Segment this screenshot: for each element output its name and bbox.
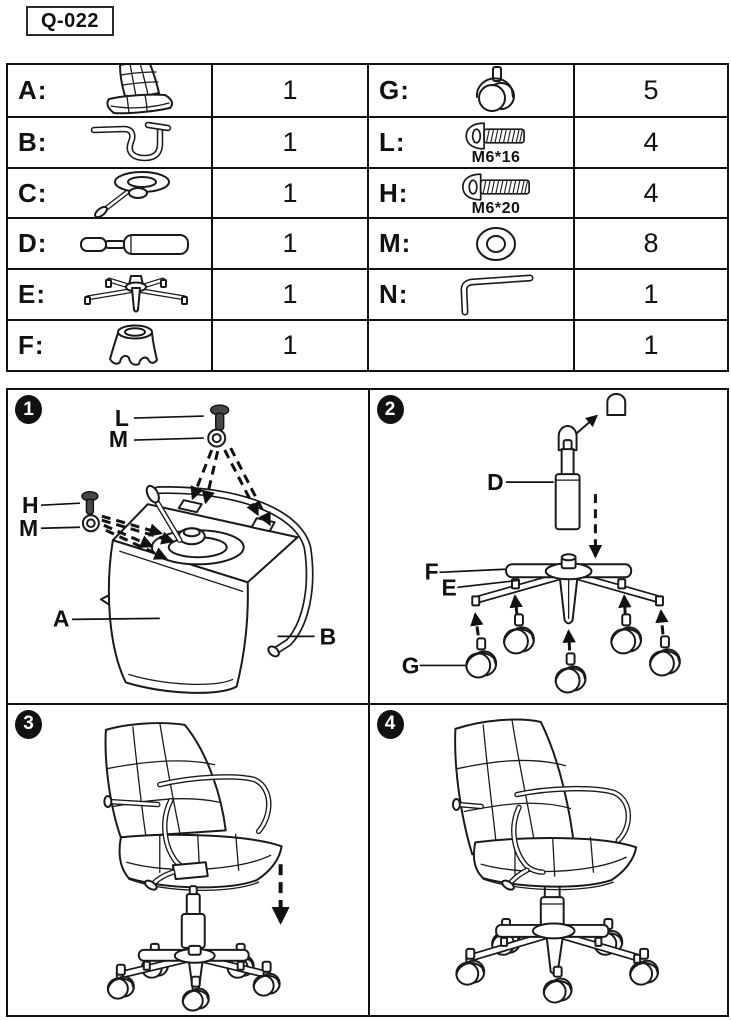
- part-qty-b: 1: [211, 115, 367, 167]
- part-qty-extra: 1: [573, 319, 727, 370]
- step-1-diagram: L M H M A B: [19, 404, 337, 694]
- step-4-badge: 4: [376, 709, 404, 739]
- screw-size-caption: M6*20: [471, 199, 521, 217]
- caster-wheel-icon: [419, 65, 573, 115]
- part-cell-m: M:: [367, 217, 573, 269]
- part-letter-f: F:: [18, 330, 45, 361]
- label-M-top: M: [109, 426, 128, 452]
- part-qty-h: 4: [573, 166, 727, 218]
- label-M-left: M: [19, 515, 38, 541]
- telescopic-cover-icon: [58, 321, 211, 370]
- model-number-box: Q-022: [26, 6, 114, 36]
- part-cell-d: D:: [8, 217, 211, 268]
- part-qty-f: 1: [211, 319, 367, 370]
- part-qty-m: 8: [573, 217, 727, 269]
- step-1-badge: 1: [15, 395, 42, 424]
- part-qty-c: 1: [211, 166, 367, 218]
- step-4-diagram: [451, 718, 659, 1004]
- part-qty-a: 1: [211, 65, 367, 116]
- model-number: Q-022: [40, 9, 100, 32]
- step-1-panel: 1: [8, 390, 368, 703]
- part-cell-n: N:: [367, 268, 573, 320]
- label-D: D: [487, 469, 503, 495]
- seat-backrest-icon: [58, 65, 211, 116]
- label-H: H: [22, 492, 39, 518]
- screw-size-caption: M6*16: [471, 148, 521, 166]
- part-letter-g: G:: [379, 74, 410, 105]
- label-G: G: [401, 652, 419, 678]
- step-3-badge: 3: [15, 709, 42, 739]
- part-letter-b: B:: [18, 126, 48, 157]
- swivel-plate-icon: [58, 169, 211, 218]
- label-B: B: [320, 623, 337, 649]
- part-letter-h: H:: [379, 177, 409, 208]
- part-qty-e: 1: [211, 268, 367, 320]
- screw-m6x20-icon: M6*20: [419, 170, 573, 217]
- part-letter-c: C:: [18, 177, 48, 208]
- part-cell-f: F:: [8, 319, 211, 370]
- parts-table: A: 1 G: 5 B:: [6, 63, 729, 372]
- part-qty-g: 5: [573, 65, 727, 116]
- part-cell-g: G:: [367, 65, 573, 116]
- step-3-diagram: [103, 721, 290, 1012]
- part-letter-m: M:: [379, 228, 412, 259]
- part-letter-e: E:: [18, 279, 46, 310]
- step-2-panel: 2: [367, 390, 728, 703]
- label-L: L: [115, 405, 129, 431]
- part-qty-l: 4: [573, 115, 727, 167]
- star-base-icon: [58, 270, 211, 319]
- part-qty-d: 1: [211, 217, 367, 269]
- part-cell-l: L: M6*16: [367, 115, 573, 167]
- part-letter-a: A:: [18, 74, 48, 105]
- assembly-steps: 1: [6, 388, 729, 1017]
- part-cell-c: C:: [8, 166, 211, 218]
- step-4-panel: 4: [367, 702, 727, 1015]
- part-letter-l: L:: [379, 126, 406, 157]
- label-A: A: [53, 605, 70, 631]
- washer-icon: [419, 224, 573, 264]
- screw-m6x16-icon: M6*16: [419, 119, 573, 166]
- part-letter-d: D:: [18, 228, 48, 259]
- gas-lift-icon: [58, 232, 211, 256]
- part-cell-h: H: M6*20: [367, 166, 573, 218]
- armrest-frame-icon: [58, 118, 211, 167]
- part-qty-n: 1: [573, 268, 727, 320]
- label-F: F: [424, 558, 438, 584]
- part-cell-e: E:: [8, 268, 211, 319]
- allen-key-icon: [419, 273, 573, 317]
- step-2-badge: 2: [376, 395, 404, 424]
- part-letter-n: N:: [379, 279, 409, 310]
- label-E: E: [441, 574, 456, 600]
- part-cell-a: A:: [8, 65, 211, 116]
- part-cell-empty: [367, 319, 573, 370]
- step-3-panel: 3: [8, 702, 368, 1016]
- part-cell-b: B:: [8, 115, 211, 167]
- step-2-diagram: D F E: [401, 393, 681, 694]
